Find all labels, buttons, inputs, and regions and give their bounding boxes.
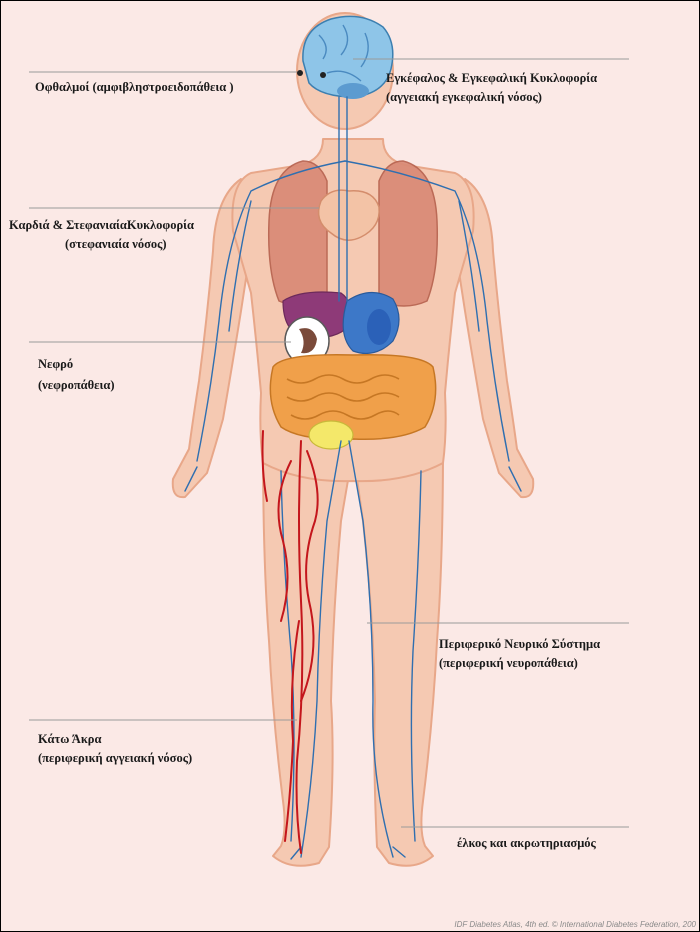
label-nerves-line2: (περιφερική νευροπάθεια) xyxy=(439,656,578,670)
eye-marker-2 xyxy=(320,72,326,78)
label-heart-line1: Καρδιά & ΣτεφανιαίαΚυκλοφορία xyxy=(9,218,194,232)
label-feet-line1: έλκος και ακρωτηριασμός xyxy=(457,836,596,850)
label-kidney-line2: (νεφροπάθεια) xyxy=(38,378,115,392)
label-brain-line1: Εγκέφαλος & Εγκεφαλική Κυκλοφορία xyxy=(386,71,597,85)
label-nerves-line1: Περιφερικό Νευρικό Σύστημα xyxy=(439,637,600,651)
left-leg xyxy=(353,446,443,866)
source-credit: IDF Diabetes Atlas, 4th ed. © Internatio… xyxy=(454,920,696,929)
label-legs-line1: Κάτω Άκρα xyxy=(38,732,101,746)
intestines xyxy=(270,355,435,440)
label-heart: Καρδιά & ΣτεφανιαίαΚυκλοφορία (στεφανιαί… xyxy=(9,216,194,254)
label-brain-line2: (αγγειακή εγκεφαλική νόσος) xyxy=(386,90,542,104)
label-feet: έλκος και ακρωτηριασμός xyxy=(457,834,596,853)
brain xyxy=(303,16,393,99)
bladder xyxy=(309,421,353,449)
label-heart-line2: (στεφανιαία νόσος) xyxy=(9,237,167,251)
eye-marker xyxy=(297,70,303,76)
label-eyes-line1: Οφθαλμοί (αμφιβληστροειδοπάθεια ) xyxy=(35,80,234,94)
label-legs-line2: (περιφερική αγγειακή νόσος) xyxy=(38,751,192,765)
label-legs: Κάτω Άκρα (περιφερική αγγειακή νόσος) xyxy=(38,730,192,768)
label-nerves: Περιφερικό Νευρικό Σύστημα (περιφερική ν… xyxy=(439,635,600,673)
label-brain: Εγκέφαλος & Εγκεφαλική Κυκλοφορία (αγγει… xyxy=(386,69,597,107)
label-kidney-line1: Νεφρό xyxy=(38,357,73,371)
label-eyes: Οφθαλμοί (αμφιβληστροειδοπάθεια ) xyxy=(35,78,234,97)
label-kidney: Νεφρό (νεφροπάθεια) xyxy=(38,354,115,396)
